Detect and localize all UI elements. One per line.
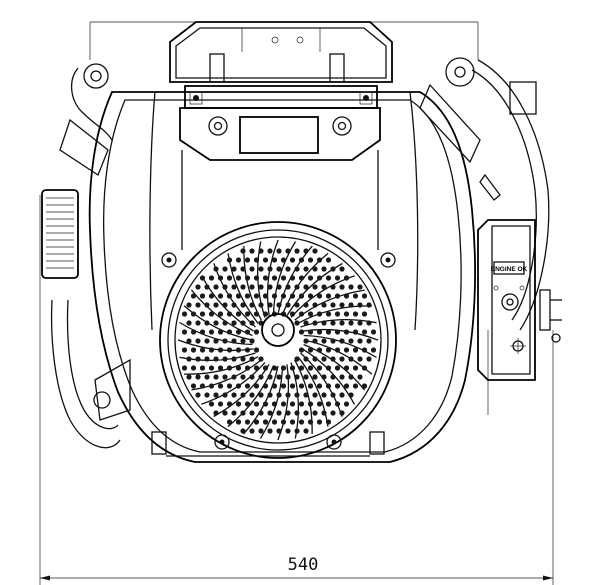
- switch-plate: [477, 219, 562, 381]
- right-side-assembly: [419, 57, 550, 415]
- screen-mesh: [181, 248, 377, 434]
- top-mounting-bar: [184, 85, 378, 109]
- left-side-assembly: [41, 63, 131, 449]
- control-panel: [179, 107, 381, 250]
- screen-mount-bolts: [161, 252, 396, 450]
- width-dimension-label: 540: [288, 555, 319, 575]
- valve-cover: [169, 21, 393, 83]
- engine-base: [151, 431, 385, 457]
- engine-shroud: [88, 91, 476, 463]
- engine-switch-tag: ENGINE OK: [491, 266, 528, 273]
- flywheel-screen: [159, 221, 397, 459]
